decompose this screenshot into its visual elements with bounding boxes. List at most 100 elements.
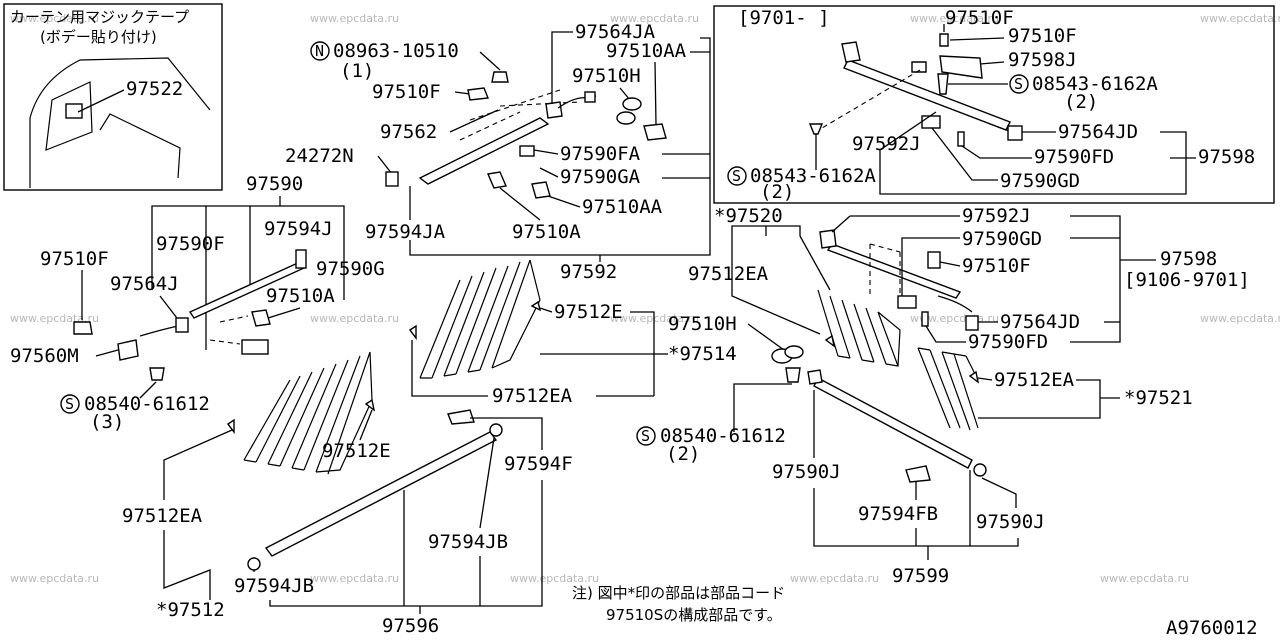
figure-id: A9760012 xyxy=(1166,617,1258,639)
leader-97590GA xyxy=(539,167,559,178)
part-label-97512EA-left: 97512EA xyxy=(122,505,203,527)
end-cap-97594FB xyxy=(905,465,931,483)
part-label-97510F-box2: 97510F xyxy=(1008,25,1077,47)
watermark: www.epcdata.ru xyxy=(310,12,399,25)
bracket-97520-left xyxy=(731,236,821,335)
clip-97510F-mid xyxy=(927,251,941,269)
curtain-rail-97596 xyxy=(264,431,498,557)
bolt-97510A-top xyxy=(487,171,507,189)
clip-97590GD-box xyxy=(921,115,941,129)
bracket-97598-mid xyxy=(1070,215,1121,343)
curtain-97512: 97512E 97512EA *97512 97594F 97594JB 975… xyxy=(122,351,573,637)
leader-97510AA-top xyxy=(654,61,657,126)
bracket-97512 xyxy=(163,530,211,600)
part-label-97512EA-upper: 97512EA xyxy=(688,263,769,285)
leader-24272N xyxy=(377,155,393,175)
part-label-97510A-top: 97510A xyxy=(512,221,581,243)
assembly-97598-9701: [9701- ] 97510F 97510F 97598J S 08543-61… xyxy=(713,5,1275,204)
leader-97512E-left xyxy=(359,409,373,441)
leader-box-97510F2 xyxy=(949,37,1005,41)
curtain-pleats-97512 xyxy=(243,351,373,475)
part-label-08543-6162A-box1: 08543-6162A xyxy=(1032,73,1158,95)
part-label-24272N: 24272N xyxy=(285,145,354,167)
watermark: www.epcdata.ru xyxy=(1100,572,1189,585)
curtain-97514: 97512E *97514 97512EA xyxy=(408,259,737,407)
bracket-97564JA xyxy=(545,101,563,119)
note-line2: 97510Sの構成部品です。 xyxy=(606,606,782,624)
leader-97510F-top xyxy=(454,91,471,95)
bolt-97510AA-top xyxy=(643,123,667,141)
part-label-97596: 97596 xyxy=(382,615,439,637)
leader-box-97590FD xyxy=(961,145,1032,159)
part-qty-08540-right: (2) xyxy=(666,443,700,465)
watermark: www.epcdata.ru xyxy=(510,572,599,585)
leader-97510F-mid xyxy=(939,261,961,267)
assembly-97590: 97590 97590F 97594J 97590G 97510A 97510F… xyxy=(10,173,385,433)
leader-97512EA-center xyxy=(411,340,488,397)
bracket-97596 xyxy=(269,480,543,607)
leader-97590FA xyxy=(533,149,559,155)
inset-caption-line1: カーテン用マジックテープ xyxy=(10,8,189,26)
clip-97510F-top xyxy=(467,87,489,101)
part-label-97512E-left: 97512E xyxy=(322,440,391,462)
part-qty-08540-left: (3) xyxy=(90,411,124,433)
part-qty-08543-box1: (2) xyxy=(1064,91,1098,113)
s-symbol-letter: S xyxy=(1014,75,1023,93)
clip-97590FD xyxy=(921,311,929,327)
part-label-97590J-left: 97590J xyxy=(772,461,841,483)
part-label-97512EA-center: 97512EA xyxy=(492,385,573,407)
curtain-pleats-97520 xyxy=(817,289,901,367)
s-symbol-box2 xyxy=(727,166,747,186)
vehicle-body-outline xyxy=(29,57,211,188)
part-label-97594JA: 97594JA xyxy=(365,221,446,243)
part-label-97512EA-right: 97512EA xyxy=(994,369,1075,391)
leader-08540-right xyxy=(733,383,792,432)
leader-97564JA xyxy=(551,31,573,104)
part-label-97560M: 97560M xyxy=(10,345,79,367)
hook-97512E-left xyxy=(364,398,376,412)
part-label-97510F-left: 97510F xyxy=(40,248,109,270)
leader-97592J xyxy=(831,215,851,233)
inset-frame xyxy=(3,3,223,191)
nut-box xyxy=(911,61,927,73)
end-cap-97590J-right xyxy=(973,463,987,477)
part-label-97590G: 97590G xyxy=(316,258,385,280)
harness-97564JD xyxy=(937,295,973,313)
part-qty-08543-box2: (2) xyxy=(760,181,794,203)
part-label-97590: 97590 xyxy=(246,173,303,195)
bracket-box-97598 xyxy=(879,111,1187,195)
end-cap-box xyxy=(841,41,861,63)
leader-97594F xyxy=(470,417,543,450)
part-label-97590FD: 97590FD xyxy=(968,331,1048,353)
s-symbol-letter: S xyxy=(732,167,741,185)
watermark: www.epcdata.ru xyxy=(910,12,999,25)
dash-97598 xyxy=(869,243,901,296)
leader-97510H-mid xyxy=(747,323,785,351)
inset-velcro-tape: カーテン用マジックテープ (ボデー貼り付け) 97522 xyxy=(3,3,223,191)
part-label-08543-6162A-box2: 08543-6162A xyxy=(750,165,876,187)
clip-97590FA xyxy=(519,145,535,157)
part-label-97599: 97599 xyxy=(892,565,949,587)
leader-97522 xyxy=(77,89,125,113)
watermark: www.epcdata.ru xyxy=(610,12,699,25)
part-label-97564JA: 97564JA xyxy=(575,21,656,43)
assembly-97592: N 08963-10510 (1) 97510F 97562 24272N 97… xyxy=(285,21,711,283)
note-line1: 注) 図中*印の部品は部品コード xyxy=(572,584,785,602)
leader-97510A-top xyxy=(499,187,541,221)
part-label-08540-61612-right: 08540-61612 xyxy=(660,425,786,447)
leader-97512EA-right xyxy=(977,377,993,381)
assembly-97598-9106: *97520 97512EA 97592J 97590GD 97510F 975… xyxy=(636,205,1250,587)
part-label-97510F-mid: 97510F xyxy=(962,255,1031,277)
part-label-97590J-right: 97590J xyxy=(976,511,1045,533)
washer-97510H-b xyxy=(784,345,804,359)
leader-08963 xyxy=(479,51,501,71)
end-cap-97590J-left xyxy=(807,369,823,385)
bracket-97590 xyxy=(151,205,345,300)
part-label-97594F: 97594F xyxy=(504,453,573,475)
leader-box-97590GD xyxy=(931,127,998,181)
velcro-tape-pad xyxy=(65,103,83,119)
part-label-97590GD-box: 97590GD xyxy=(1000,170,1080,192)
bracket-97521 xyxy=(978,379,1101,419)
watermark: www.epcdata.ru xyxy=(310,572,399,585)
bracket-97592 xyxy=(409,37,711,256)
